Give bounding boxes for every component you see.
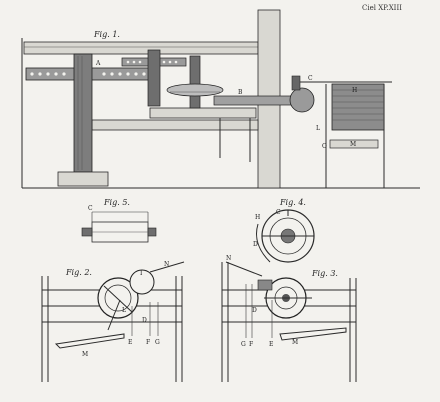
fig4-label: Fig. 4. [279,198,306,207]
fig1-letter-a: A [95,60,101,67]
fig2-treadle [54,333,125,349]
figure-2: Fig. 2. N I L D M E F G [41,261,185,382]
lower-bar [329,139,379,149]
fig2-label: Fig. 2. [65,268,92,277]
fig3-letter-m: M [292,339,298,346]
fig3-letter-g: G [241,341,246,348]
fig1-letter-h: H [352,87,357,94]
fig5-label: Fig. 5. [103,198,130,207]
fig1-letter-c: C [308,75,313,82]
third-shaft [189,55,201,109]
fig2-letter-e: E [128,339,132,346]
drive-shaft [213,95,295,106]
fig1-label: Fig. 1. [93,30,120,39]
fig3-letter-e: E [269,341,273,348]
fig4-letter-h: H [255,214,260,221]
fig3-letter-n: N [226,255,231,262]
fig2-small-wheel [129,269,155,295]
fig2-letter-g: G [155,339,160,346]
fig1-letter-b: B [238,89,243,96]
fig2-letter-n: N [164,261,169,268]
fig1-letter-o: O [322,143,327,150]
fig2-letter-l: L [122,307,126,314]
fig4-letter-d: D [253,241,258,248]
fig3-treadle [279,327,347,341]
large-gear-teeth [30,72,146,76]
fig1-letter-l: L [316,125,320,132]
plate-number: Ciel XP.XIII [362,4,402,12]
shaft-base [57,171,109,187]
bevel-gear [289,87,315,113]
fig2-letter-d: D [142,317,147,324]
figure-1: Fig. 1. A [21,9,420,189]
fig3-letter-f: F [249,341,253,348]
figure-5: Fig. 5. C [81,198,157,243]
top-beam [23,41,259,55]
main-shaft [73,53,93,173]
cross-beam [91,119,259,131]
fig5-letter-c: C [88,205,93,212]
figure-4: Fig. 4. H C D [253,198,315,263]
fig3-letter-d: D [252,307,257,314]
fig3-label: Fig. 3. [311,269,338,278]
figure-3: Fig. 3. N D G F E M [221,255,357,382]
second-shaft [147,49,161,107]
drum [331,83,385,131]
fig4-letter-c: C [276,209,281,216]
fig1-letter-m: M [350,141,356,148]
fig2-letter-f: F [146,339,150,346]
crown-wheel [166,83,224,97]
bearing-beam [149,107,257,119]
fig2-letter-i: I [140,270,143,277]
fig2-letter-m: M [82,351,88,358]
